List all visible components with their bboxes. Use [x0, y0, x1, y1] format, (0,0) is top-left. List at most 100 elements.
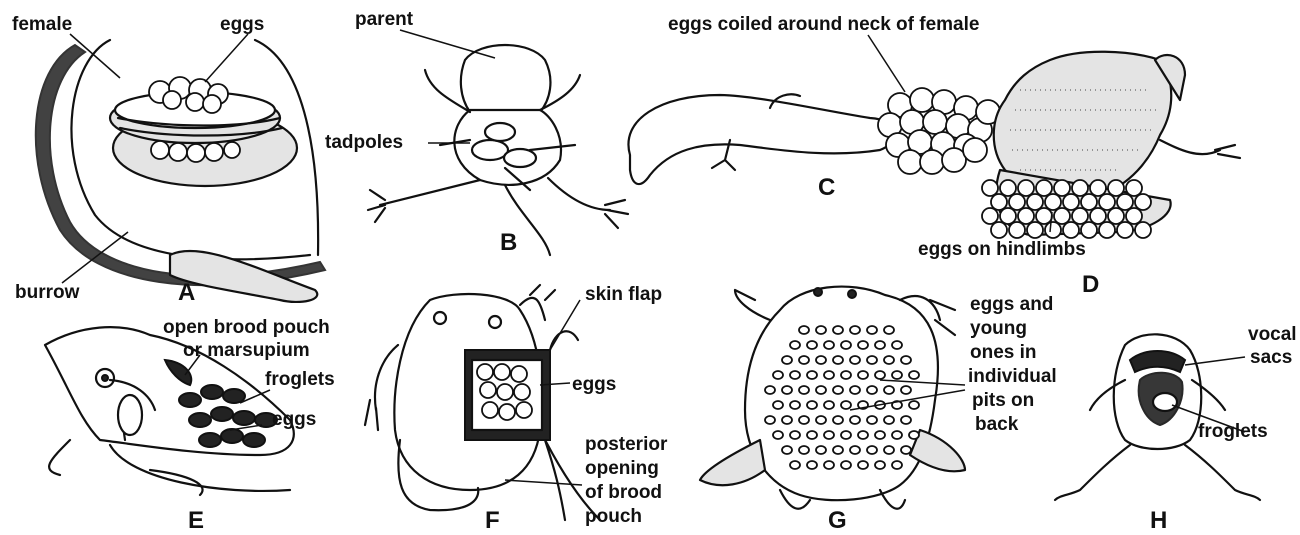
egg-shape [920, 150, 944, 174]
egg-shape [910, 88, 934, 112]
egg-shape [1018, 180, 1034, 196]
pit-shape [833, 386, 843, 394]
pit-shape [841, 461, 851, 469]
pit-shape [884, 446, 894, 454]
egg-shape [1036, 180, 1052, 196]
pit-shape [782, 356, 792, 364]
egg-shape [186, 93, 204, 111]
pit-shape [782, 446, 792, 454]
pit-shape [807, 431, 817, 439]
pit-shape [867, 416, 877, 424]
pit-shape [790, 371, 800, 379]
panel-b-label-tadpoles: tadpoles [325, 132, 403, 153]
egg-shape [1090, 208, 1106, 224]
pit-shape [765, 386, 775, 394]
egg-shape [1072, 208, 1088, 224]
pit-shape [833, 446, 843, 454]
egg-shape [1045, 222, 1061, 238]
pit-shape [867, 446, 877, 454]
panel-c-leaders [868, 35, 905, 92]
egg-shape [169, 143, 187, 161]
egg-shape [1072, 180, 1088, 196]
pit-shape [807, 371, 817, 379]
pit-shape [807, 461, 817, 469]
pit-shape [799, 326, 809, 334]
pit-shape [909, 431, 919, 439]
froglet-shape [199, 433, 221, 447]
egg-shape [1081, 222, 1097, 238]
pit-shape [841, 341, 851, 349]
pit-shape [867, 356, 877, 364]
egg-shape [187, 144, 205, 162]
pit-shape [867, 326, 877, 334]
pit-shape [790, 341, 800, 349]
pit-shape [782, 386, 792, 394]
egg-shape [1000, 180, 1016, 196]
egg-shape [151, 141, 169, 159]
pit-shape [790, 461, 800, 469]
panel-f-label-eggs: eggs [572, 374, 616, 395]
egg-shape [1135, 222, 1151, 238]
pit-shape [816, 416, 826, 424]
egg-shape [1090, 180, 1106, 196]
egg-shape [482, 402, 498, 418]
panel-f-label-posterior-line3: of brood [585, 482, 662, 503]
pit-shape [850, 386, 860, 394]
pit-shape [799, 446, 809, 454]
pit-shape [799, 386, 809, 394]
panel-b-illustration [368, 45, 628, 255]
panel-d-letter: D [1082, 271, 1099, 298]
pit-shape [773, 401, 783, 409]
panel-f-illustration [365, 285, 600, 520]
pit-shape [901, 446, 911, 454]
panel-g-label-line1: eggs and [970, 294, 1053, 315]
panel-g-label-line3: ones in [970, 342, 1037, 363]
pit-shape [807, 341, 817, 349]
egg-shape [205, 143, 223, 161]
egg-shape [1117, 222, 1133, 238]
egg-shape [514, 384, 530, 400]
pit-shape [841, 431, 851, 439]
froglet-shape [201, 385, 223, 399]
egg-shape [1063, 222, 1079, 238]
pit-shape [875, 431, 885, 439]
egg-shape [1135, 194, 1151, 210]
pit-shape [773, 431, 783, 439]
egg-shape [494, 364, 510, 380]
egg-shape [480, 382, 496, 398]
egg-shape [963, 138, 987, 162]
panel-f-label-skin-flap: skin flap [585, 284, 662, 305]
pit-shape [790, 401, 800, 409]
froglet-shape [179, 393, 201, 407]
egg-shape [163, 91, 181, 109]
egg-shape [991, 222, 1007, 238]
pit-shape [892, 461, 902, 469]
egg-shape [477, 364, 493, 380]
pit-shape [850, 416, 860, 424]
egg-shape [1054, 208, 1070, 224]
pit-shape [816, 386, 826, 394]
panel-f-letter: F [485, 507, 500, 534]
panel-a-label-burrow: burrow [15, 282, 80, 303]
panel-c-letter: C [818, 174, 835, 201]
pit-shape [858, 371, 868, 379]
pit-shape [850, 356, 860, 364]
egg-shape [923, 110, 947, 134]
pit-shape [773, 371, 783, 379]
pit-shape [841, 401, 851, 409]
froglet-shape [211, 407, 233, 421]
panel-h-label-froglets: froglets [1198, 421, 1268, 442]
panel-a-label-female: female [12, 14, 72, 35]
pit-shape [816, 446, 826, 454]
panel-a-label-eggs: eggs [220, 14, 264, 35]
panel-d-illustration [982, 52, 1240, 238]
froglet-shape [243, 433, 265, 447]
egg-shape [203, 95, 221, 113]
egg-shape [1117, 194, 1133, 210]
egg-shape [1009, 222, 1025, 238]
panel-e-letter: E [188, 507, 204, 534]
egg-shape [1027, 222, 1043, 238]
egg-shape [982, 208, 998, 224]
panel-f-label-posterior-line1: posterior [585, 434, 668, 455]
